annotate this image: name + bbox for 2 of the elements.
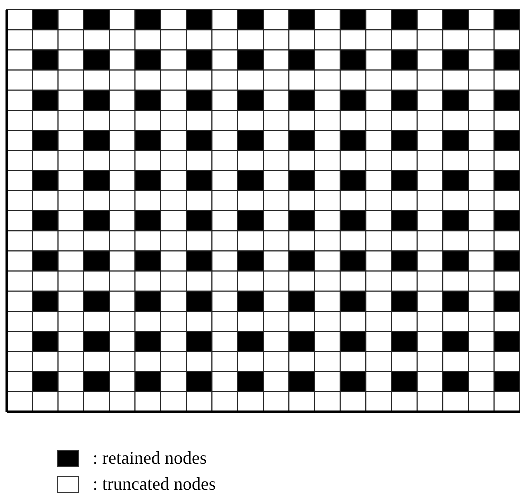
legend-label: : truncated nodes <box>93 474 216 494</box>
legend-label: : retained nodes <box>93 448 207 468</box>
